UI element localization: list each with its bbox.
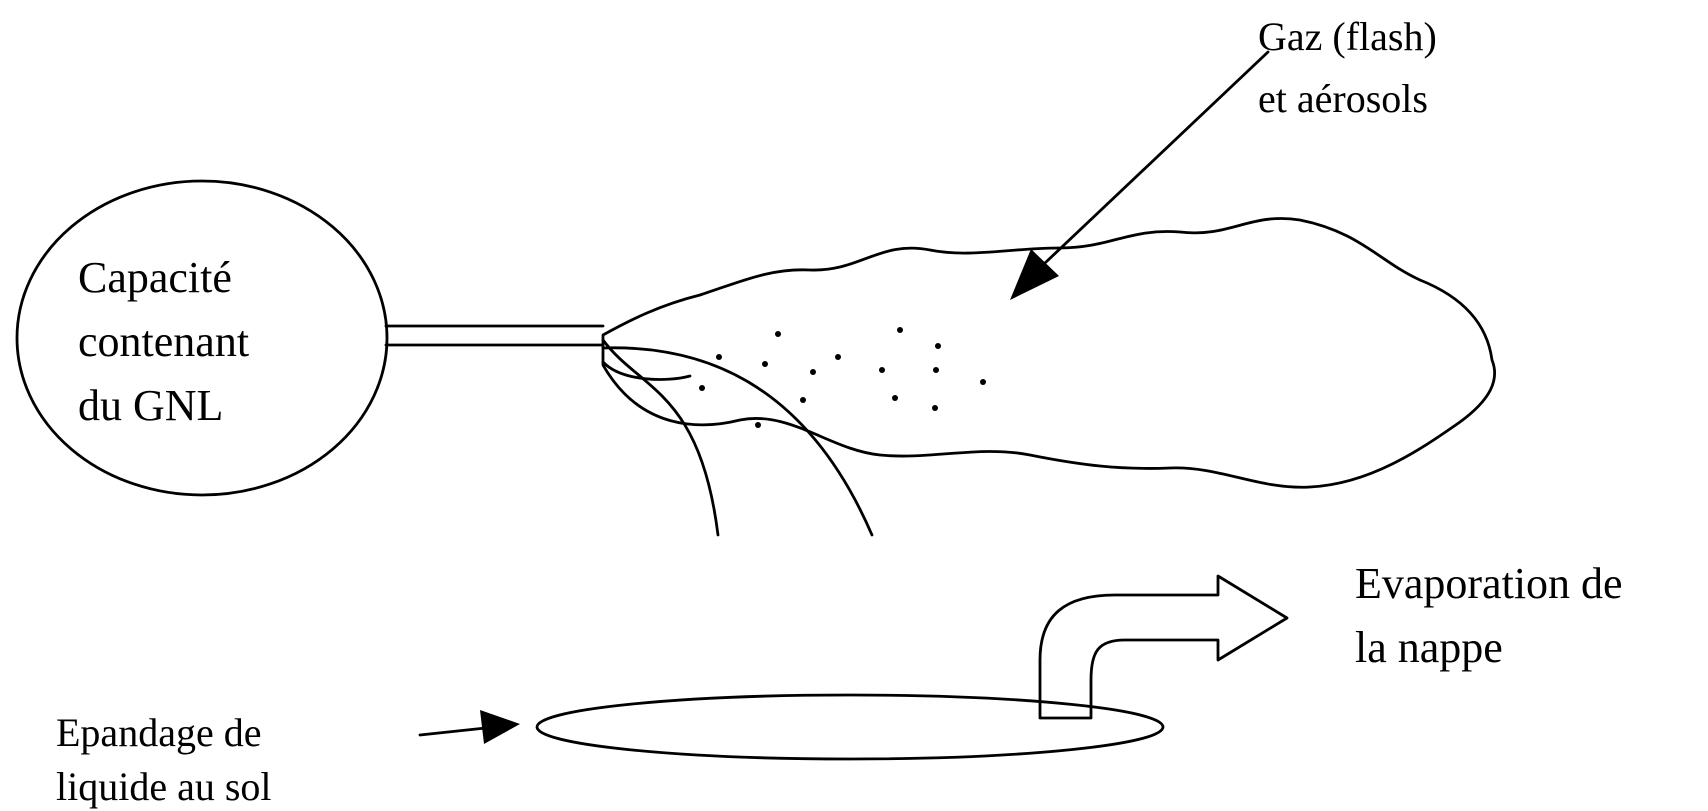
vessel-label-line-2: contenant bbox=[78, 317, 249, 366]
spill-label: Epandage de liquide au sol bbox=[56, 710, 272, 809]
evaporation-label: Evaporation de la nappe bbox=[1355, 559, 1634, 672]
liquid-pool bbox=[537, 695, 1163, 759]
cloud-pointer-arrow bbox=[1010, 52, 1268, 300]
cloud-label-line-1: Gaz (flash) bbox=[1258, 14, 1437, 59]
evaporation-label-line-1: Evaporation de bbox=[1355, 559, 1623, 608]
vessel-label-line-3: du GNL bbox=[78, 381, 223, 430]
spill-label-line-2: liquide au sol bbox=[56, 764, 272, 809]
jet-line-inner bbox=[603, 362, 690, 379]
cloud-label-line-2: et aérosols bbox=[1258, 76, 1428, 121]
evaporation-label-line-2: la nappe bbox=[1355, 623, 1503, 672]
vessel-label: Capacité contenant du GNL bbox=[78, 253, 260, 430]
spill-label-line-1: Epandage de bbox=[56, 710, 261, 755]
spill-pointer-arrow bbox=[420, 710, 520, 744]
jet-line-left bbox=[603, 340, 718, 535]
vessel-label-line-1: Capacité bbox=[78, 253, 232, 302]
cloud-label: Gaz (flash) et aérosols bbox=[1258, 14, 1447, 121]
evaporation-arrow bbox=[1040, 576, 1287, 718]
release-pipe bbox=[386, 326, 603, 345]
